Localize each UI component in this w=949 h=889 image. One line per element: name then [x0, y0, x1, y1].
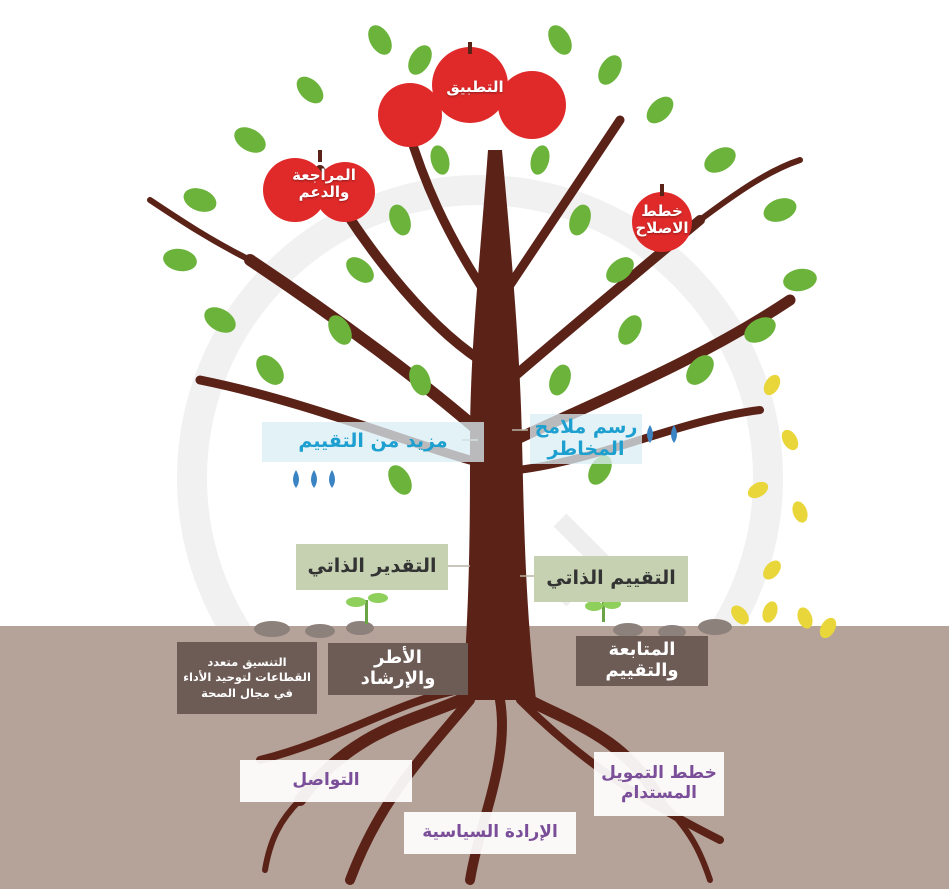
stone-icon [254, 619, 732, 639]
water-drop-icon [293, 425, 677, 488]
risk-profiling-label: رسم ملامح المخاطر [530, 414, 642, 464]
frameworks-label: الأطر والإرشاد [328, 643, 468, 695]
more-assessment-label: مزيد من التقييم [262, 422, 484, 462]
falling-leaves [731, 374, 837, 639]
leaf-icon [163, 25, 817, 495]
political-will-label: الإرادة السياسية [404, 812, 576, 854]
apple-label-top: التطبيق [446, 78, 504, 97]
sustainable-funding-label: خطط التمويل المستدام [594, 752, 724, 816]
self-assessment-label: التقييم الذاتي [534, 556, 688, 602]
self-estimation-label: التقدير الذاتي [296, 544, 448, 590]
follow-up-label: المتابعة والتقييم [576, 636, 708, 686]
communication-label: التواصل [240, 760, 412, 802]
apple-label-right: خطط الاصلاح [635, 201, 689, 237]
coordination-label: التنسيق متعدد القطاعات لتوحيد الأداء في … [177, 642, 317, 714]
apple-icon [263, 42, 692, 252]
apple-label-left: المراجعة والدعم [292, 165, 356, 201]
